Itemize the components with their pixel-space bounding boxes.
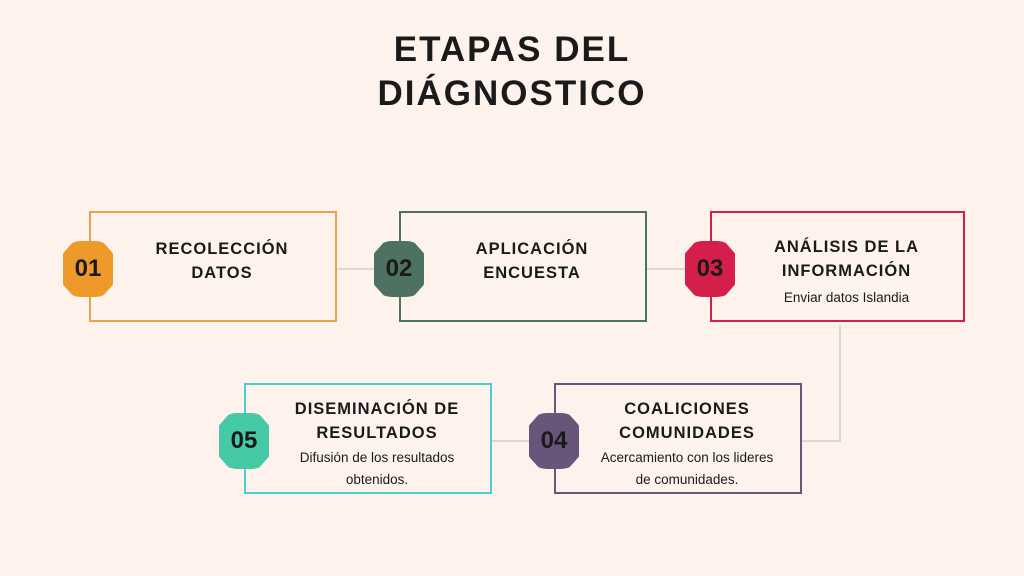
connector (647, 268, 687, 270)
step-box-1: RECOLECCIÓN DATOS (89, 211, 337, 322)
step-box-4: COALICIONES COMUNIDADES Acercamiento con… (554, 383, 802, 494)
step-number-badge-3: 03 (685, 241, 735, 297)
step-number-badge-5: 05 (219, 413, 269, 469)
connector (337, 268, 377, 270)
step-number-badge-1: 01 (63, 241, 113, 297)
step-number-badge-2: 02 (374, 241, 424, 297)
step-box-2: APLICACIÓN ENCUESTA (399, 211, 647, 322)
connector (802, 440, 841, 442)
step-number-badge-4: 04 (529, 413, 579, 469)
connector (839, 325, 841, 442)
step-box-3: ANÁLISIS DE LA INFORMACIÓN Enviar datos … (710, 211, 965, 322)
step-box-5: DISEMINACIÓN DE RESULTADOS Difusión de l… (244, 383, 492, 494)
connector (492, 440, 532, 442)
